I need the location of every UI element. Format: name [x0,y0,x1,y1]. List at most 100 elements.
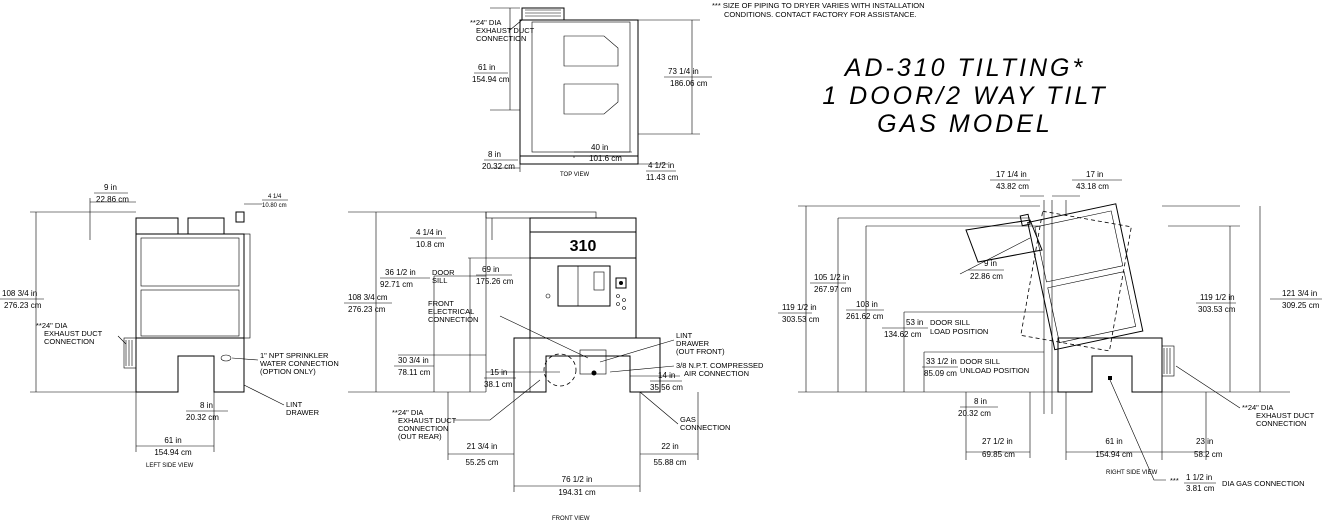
top-dim-40-in: 40 in [591,143,608,152]
left-view-caption: LEFT SIDE VIEW [146,463,194,469]
front-dim-4q-in: 4 1/4 in [416,228,442,237]
front-lint-label-2: DRAWER [676,339,710,348]
right-gas-label: DIA GAS CONNECTION [1222,479,1305,488]
top-dryer-body [519,19,639,157]
top-exhaust-label-3: CONNECTION [476,34,526,43]
right-gas-prefix: *** [1170,476,1179,485]
front-dim-108-in: 108 3/4 cm [348,293,388,302]
front-elec-label-3: CONNECTION [428,315,478,324]
right-dim-27-in: 27 1/2 in [982,437,1013,446]
front-dim-76-cm: 194.31 cm [558,488,596,497]
right-dim-8-cm: 20.32 cm [958,409,991,418]
right-dim-119R-in: 119 1/2 in [1200,293,1235,302]
title-line-1: AD-310 TILTING* [843,54,1085,82]
left-sprinkler-label-2: WATER CONNECTION [260,359,339,368]
front-lint-label-3: (OUT FRONT) [676,347,725,356]
right-dim-119L-cm: 303.53 cm [782,315,820,324]
title-line-3: GAS MODEL [877,110,1053,138]
right-dim-23-cm: 58.2 cm [1194,450,1223,459]
right-tilted-drum [1019,203,1144,351]
right-dim-61-cm: 154.94 cm [1095,450,1133,459]
left-exhaust-label-3: CONNECTION [44,337,94,346]
right-sill-load-2: LOAD POSITION [930,327,988,336]
left-dim-4q-cm: 10.80 cm [262,203,287,209]
front-dim-15-cm: 38.1 cm [484,380,513,389]
front-exhaust-label-3: CONNECTION [398,424,448,433]
front-exhaust-label-4: (OUT REAR) [398,432,442,441]
top-exhaust-label-2: EXHAUST DUCT [476,26,535,35]
top-dim-4h-in: 4 1/2 in [648,161,674,170]
right-dim-119R-cm: 303.53 cm [1198,305,1236,314]
front-lint-label-1: LINT [676,331,693,340]
front-door-sill-1: DOOR [432,268,455,277]
top-dim-8-cm: 20.32 cm [482,162,515,171]
front-dim-22-in: 22 in [661,442,678,451]
right-dim-8-in: 8 in [974,397,987,406]
left-exhaust-label-2: EXHAUST DUCT [44,329,103,338]
right-dim-61-in: 61 in [1105,437,1122,446]
top-dim-73-cm: 186.06 cm [670,79,708,88]
front-view-caption: FRONT VIEW [552,516,590,522]
left-dim-4q-in: 4 1/4 [268,194,282,200]
front-gas-label-2: CONNECTION [680,423,730,432]
front-air-label-2: AIR CONNECTION [684,369,749,378]
front-dim-21-cm: 55.25 cm [466,458,499,467]
front-dim-30-cm: 78.11 cm [398,368,431,377]
right-dim-17-in: 17 in [1086,170,1103,179]
front-air-label-1: 3/8 N.P.T. COMPRESSED [676,361,764,370]
note-line-2: CONDITIONS. CONTACT FACTORY FOR ASSISTAN… [724,10,917,19]
right-dim-105-in: 105 1/2 in [814,273,849,282]
right-exhaust-label-3: CONNECTION [1256,419,1306,428]
top-dim-8-in: 8 in [488,150,501,159]
front-control-panel[interactable] [615,277,627,289]
left-exhaust-label-1: **24" DIA [36,321,67,330]
left-sprinkler-connection [220,354,232,362]
right-sill-unload-1: DOOR SILL [960,357,1000,366]
top-dim-73-in: 73 1/4 in [668,67,699,76]
right-dim-103-in: 103 in [856,300,878,309]
left-dim-8-in: 8 in [200,401,213,410]
front-dim-4q-cm: 10.8 cm [416,240,445,249]
front-dryer-body [529,257,637,339]
right-dim-17q-cm: 43.82 cm [996,182,1029,191]
piping-note: *** SIZE OF PIPING TO DRYER VARIES WITH … [712,1,925,19]
right-dim-9-in: 9 in [984,259,997,268]
note-line-1: *** SIZE OF PIPING TO DRYER VARIES WITH … [712,1,925,10]
right-dim-121-in: 121 3/4 in [1282,289,1317,298]
right-dim-33-cm: 85.09 cm [924,369,957,378]
right-sill-unload-2: UNLOAD POSITION [960,366,1029,375]
front-exhaust-outline [543,353,577,387]
right-dim-33-in: 33 1/2 in [926,357,957,366]
right-exhaust-label-1: **24" DIA [1242,403,1273,412]
front-dim-69-cm: 175.26 cm [476,277,514,286]
front-dim-108-cm: 276.23 cm [348,305,386,314]
right-side-view: 119 1/2 in 303.53 cm 105 1/2 in 267.97 c… [778,170,1322,493]
front-dim-14-cm: 35.56 cm [650,383,683,392]
right-exhaust-duct [1161,345,1175,377]
left-dim-108-in: 108 3/4 in [2,289,37,298]
right-dim-17q-in: 17 1/4 in [996,170,1027,179]
left-side-view: 108 3/4 in 276.23 cm 9 in 22.86 cm 4 1/4… [0,183,339,469]
front-dim-15-in: 15 in [490,368,507,377]
left-dim-9-cm: 22.86 cm [96,195,129,204]
front-door[interactable] [557,265,611,307]
left-dim-9-in: 9 in [104,183,117,192]
right-dim-gas-in: 1 1/2 in [1186,473,1212,482]
right-dim-23-in: 23 in [1196,437,1213,446]
right-dim-53-cm: 134.62 cm [884,330,922,339]
left-exhaust-duct [123,337,137,369]
top-view-caption: TOP VIEW [560,172,589,178]
top-dim-4h-cm: 11.43 cm [646,173,679,182]
front-lint-drawer[interactable] [579,349,607,375]
front-dim-30-in: 30 3/4 in [398,356,429,365]
front-elec-label-1: FRONT [428,299,454,308]
front-exhaust-label-2: EXHAUST DUCT [398,416,457,425]
top-dim-40-cm: 101.6 cm [589,154,622,163]
title-line-2: 1 DOOR/2 WAY TILT [822,82,1107,110]
right-dim-17-cm: 43.18 cm [1076,182,1109,191]
right-dim-103-cm: 261.62 cm [846,312,884,321]
front-dim-22-cm: 55.88 cm [654,458,687,467]
front-dim-36-cm: 92.71 cm [380,280,413,289]
front-view: 310 108 3/4 cm 276.23 cm 4 1/4 in 10.8 c… [344,211,764,522]
front-dim-14-in: 14 in [658,371,675,380]
